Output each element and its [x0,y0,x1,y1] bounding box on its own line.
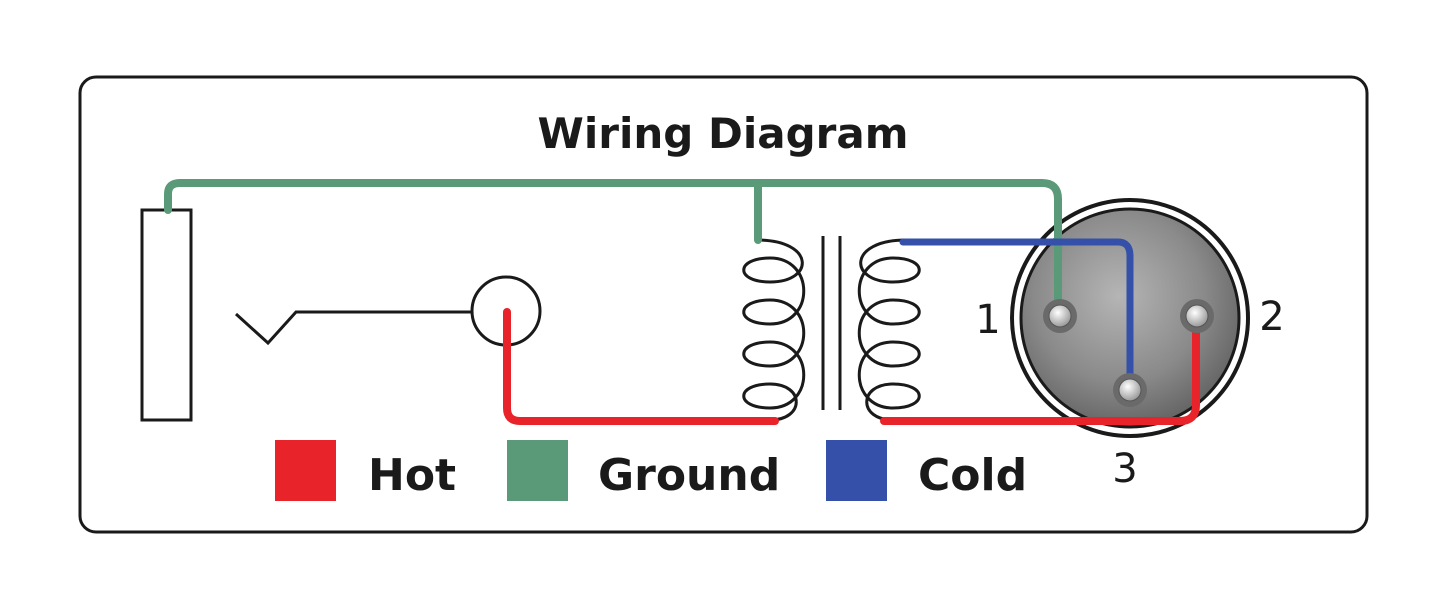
legend-label-ground: Ground [598,450,780,501]
legend-swatch-cold [826,440,887,501]
hot-wire-secondary [880,312,1200,425]
xlr-pin-1 [1043,299,1077,333]
pin-label-1: 1 [975,297,1000,343]
transformer-primary-coil [742,238,806,422]
xlr-pin-3 [1113,373,1147,407]
legend-swatch-ground [507,440,568,501]
jack-sleeve [140,208,193,422]
ground-wire [164,179,1062,320]
diagram-title: Wiring Diagram [538,109,909,158]
cold-wire [899,238,1134,392]
legend-swatch-hot [275,440,336,501]
jack-tip-contact [234,310,473,346]
pin-label-2: 2 [1259,294,1284,340]
pin-label-3: 3 [1112,446,1137,492]
legend-label-hot: Hot [368,450,456,501]
xlr-pin-2 [1180,299,1214,333]
legend-label-cold: Cold [918,450,1027,501]
transformer-secondary-coil [857,238,921,422]
hot-wire-primary [503,308,779,425]
